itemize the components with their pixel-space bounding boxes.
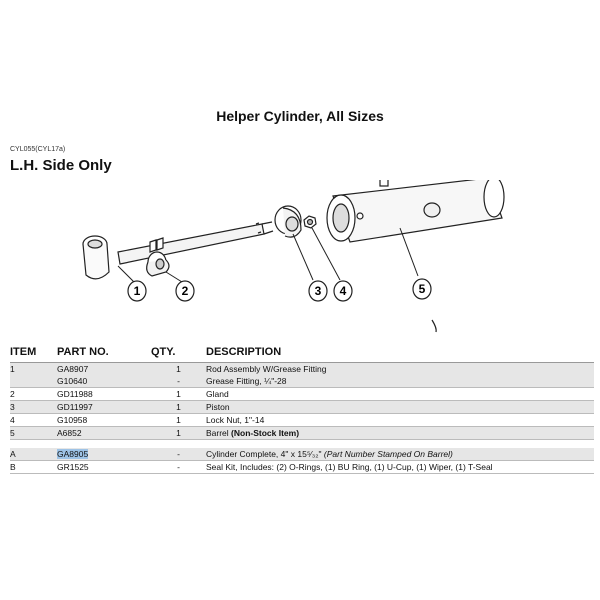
table-row: A GA8905 - Cylinder Complete, 4" x 15⁵⁄₃…: [10, 448, 594, 461]
table-row: 2 GD11988 1 Gland: [10, 387, 594, 401]
svg-text:4: 4: [340, 284, 347, 298]
lock-nut-drawing: [303, 215, 317, 229]
table-header-row: ITEM PART NO. QTY. DESCRIPTION: [10, 344, 594, 363]
highlighted-part-no[interactable]: GA8905: [57, 449, 89, 459]
row-item: [10, 375, 57, 388]
row-part-no: G10640: [57, 375, 151, 388]
row-part-no: GD11988: [57, 387, 151, 401]
svg-text:5: 5: [419, 282, 426, 296]
table-row: 3 GD11997 1 Piston: [10, 400, 594, 414]
row-item: 3: [10, 400, 57, 414]
row-item: 1: [10, 362, 57, 375]
header-description: DESCRIPTION: [206, 344, 594, 363]
row-description-note: (Non-Stock Item): [231, 428, 300, 438]
row-qty: -: [151, 375, 206, 388]
page-title: Helper Cylinder, All Sizes: [216, 108, 384, 124]
table-row: 4 G10958 1 Lock Nut, 1"-14: [10, 413, 594, 427]
row-item: 2: [10, 387, 57, 401]
row-description: Rod Assembly W/Grease Fitting: [206, 362, 594, 375]
row-qty: -: [151, 460, 206, 474]
row-description: Piston: [206, 400, 594, 414]
header-part-no: PART NO.: [57, 344, 151, 363]
row-item: B: [10, 460, 57, 474]
row-part-no: G10958: [57, 413, 151, 427]
row-description: Barrel (Non-Stock Item): [206, 426, 594, 440]
callout-4: 4: [333, 280, 353, 302]
barrel-drawing: [326, 180, 505, 243]
gland-drawing: [146, 251, 170, 277]
row-qty: 1: [151, 426, 206, 440]
row-part-no: GA8905: [57, 448, 151, 461]
row-description: Lock Nut, 1"-14: [206, 413, 594, 427]
row-part-no: GR1525: [57, 460, 151, 474]
table-spacer: [10, 439, 594, 448]
parts-table: ITEM PART NO. QTY. DESCRIPTION 1 GA8907 …: [10, 344, 594, 474]
callout-3: 3: [308, 280, 328, 302]
callout-1: 1: [127, 280, 147, 302]
figure-code: CYL055(CYL17a): [10, 146, 66, 153]
header-qty: QTY.: [151, 344, 206, 363]
svg-text:2: 2: [182, 284, 189, 298]
exploded-parts-diagram: 1 2 3 4 5: [82, 180, 505, 333]
row-qty: 1: [151, 387, 206, 401]
row-description-text: Barrel: [206, 428, 232, 438]
row-item: A: [10, 448, 57, 461]
row-description: Seal Kit, Includes: (2) O-Rings, (1) BU …: [206, 460, 594, 474]
row-description-note: (Part Number Stamped On Barrel): [323, 449, 453, 459]
row-part-no: GD11997: [57, 400, 151, 414]
row-description: Grease Fitting, ¼"-28: [206, 375, 594, 388]
row-qty: 1: [151, 400, 206, 414]
row-item: 5: [10, 426, 57, 440]
svg-text:1: 1: [134, 284, 141, 298]
row-qty: 1: [151, 413, 206, 427]
rod-assembly-drawing: [82, 221, 274, 280]
stray-mark: [431, 319, 437, 333]
callout-2: 2: [175, 280, 195, 302]
row-description-text: Cylinder Complete, 4" x 15⁵⁄₃₂": [206, 449, 324, 459]
row-description: Gland: [206, 387, 594, 401]
row-part-no: A6852: [57, 426, 151, 440]
table-row: G10640 - Grease Fitting, ¼"-28: [10, 375, 594, 388]
piston-drawing: [274, 205, 302, 238]
callout-5: 5: [412, 278, 432, 300]
row-part-no: GA8907: [57, 362, 151, 375]
row-description: Cylinder Complete, 4" x 15⁵⁄₃₂" (Part Nu…: [206, 448, 594, 461]
leader-lines: [117, 227, 419, 284]
svg-text:3: 3: [315, 284, 322, 298]
row-item: 4: [10, 413, 57, 427]
table-row: 5 A6852 1 Barrel (Non-Stock Item): [10, 426, 594, 440]
table-row: 1 GA8907 1 Rod Assembly W/Grease Fitting: [10, 362, 594, 375]
row-qty: -: [151, 448, 206, 461]
section-title: L.H. Side Only: [10, 157, 112, 174]
row-qty: 1: [151, 362, 206, 375]
header-item: ITEM: [10, 344, 57, 363]
table-row: B GR1525 - Seal Kit, Includes: (2) O-Rin…: [10, 460, 594, 474]
